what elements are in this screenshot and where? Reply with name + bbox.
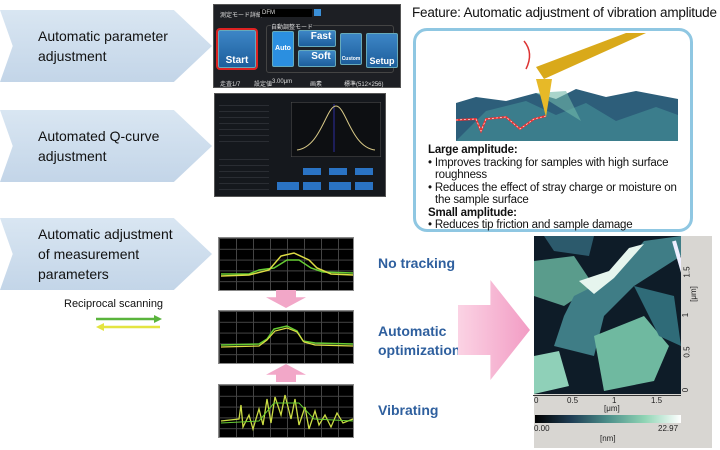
small-item: • Reduces tip friction and sample damage	[428, 219, 633, 231]
parameter-list	[219, 100, 269, 146]
step-label: Automated Q-curve adjustment	[38, 128, 160, 164]
x-tick: 1.5	[651, 396, 663, 405]
q-panel-button[interactable]	[277, 182, 299, 190]
large-item: • Reduces the effect of stray charge or …	[428, 181, 677, 207]
auto-button[interactable]: Auto	[272, 31, 294, 67]
up-arrow-icon	[266, 364, 306, 382]
y-tick: 1	[681, 312, 691, 318]
small-amplitude-heading: Small amplitude:	[428, 206, 517, 219]
step-q-curve: Automated Q-curve adjustment	[0, 110, 212, 182]
no-tracking-label: No tracking	[378, 255, 456, 271]
custom-button[interactable]: Custom	[340, 33, 362, 65]
result-arrow-icon	[458, 280, 530, 380]
parameter-list	[219, 154, 269, 194]
step-measurement-parameters: Automatic adjustment of measurement para…	[0, 218, 212, 290]
colorbar	[535, 415, 681, 423]
setup-button[interactable]: Setup	[366, 33, 398, 68]
cantilever-surface-illustration	[455, 33, 678, 141]
pixels-label: 画素	[310, 82, 323, 88]
down-arrow-icon	[266, 290, 306, 308]
q-panel-button[interactable]	[355, 168, 373, 175]
colorbar-max: 22.97	[658, 424, 679, 433]
reciprocal-arrows-icon	[96, 315, 162, 331]
auto-mode-label: 自動調整モード	[271, 22, 314, 31]
mode-select[interactable]: DFM	[260, 9, 312, 17]
setting-label: 設定値	[254, 82, 273, 88]
x-unit: [μm]	[604, 404, 620, 413]
q-panel-button[interactable]	[329, 168, 347, 175]
large-item-text: Improves tracking for samples with high …	[434, 156, 669, 182]
auto-adjust-panel: 測定モード詳細 DFM 自動調整モード Start Auto Fast Soft…	[213, 4, 401, 88]
feature-box: Large amplitude: • Improves tracking for…	[413, 28, 693, 232]
step-parameter-adjustment: Automatic parameter adjustment	[0, 10, 212, 82]
x-tick: 0	[534, 396, 539, 405]
setting-value[interactable]: 3.00μm	[272, 79, 293, 85]
graph-vibrating	[218, 384, 354, 438]
x-tick: 1	[612, 396, 617, 405]
afm-image-panel: 0 0.5 1 1.5 [μm] 0 0.5 1 1.5 [μm] 0.00 2…	[533, 236, 712, 448]
q-panel-button[interactable]	[303, 168, 321, 175]
y-tick: 0.5	[682, 346, 692, 358]
y-tick: 1.5	[682, 266, 692, 278]
large-amplitude-heading: Large amplitude:	[428, 144, 518, 156]
vibrating-label: Vibrating	[378, 402, 439, 418]
small-item-text: Reduces tip friction and sample damage	[434, 219, 633, 231]
afm-topography-image	[534, 236, 681, 394]
q-panel-button[interactable]	[303, 182, 321, 190]
scan-label: 走査1/7	[220, 82, 241, 88]
start-button[interactable]: Start	[216, 28, 258, 70]
q-panel-button[interactable]	[329, 182, 351, 190]
fast-button[interactable]: Fast	[298, 30, 336, 47]
q-panel-button[interactable]	[355, 182, 373, 190]
pixels-select[interactable]: 標準(512×256)	[344, 82, 384, 88]
mode-label: 測定モード詳細	[220, 13, 263, 19]
graph-no-tracking	[218, 237, 354, 291]
dropdown-icon[interactable]	[314, 9, 321, 16]
automatic-optimization-label: Automatic optimization	[378, 323, 461, 358]
reciprocal-scanning-label: Reciprocal scanning	[64, 298, 164, 310]
step-label: Automatic parameter adjustment	[38, 28, 168, 64]
soft-button[interactable]: Soft	[298, 50, 336, 67]
large-item-text: Reduces the effect of stray charge or mo…	[434, 181, 677, 207]
colorbar-unit: [nm]	[600, 434, 616, 443]
y-tick: 0	[681, 387, 691, 393]
large-item: • Improves tracking for samples with hig…	[428, 156, 669, 182]
q-curve-graph	[291, 102, 381, 157]
feature-title: Feature: Automatic adjustment of vibrati…	[412, 5, 717, 20]
q-curve-panel	[214, 93, 386, 197]
colorbar-min: 0.00	[534, 424, 550, 433]
x-tick: 0.5	[567, 396, 579, 405]
graph-automatic-optimization	[218, 310, 354, 364]
step-label: Automatic adjustment of measurement para…	[38, 226, 173, 282]
y-unit: [μm]	[688, 286, 698, 302]
